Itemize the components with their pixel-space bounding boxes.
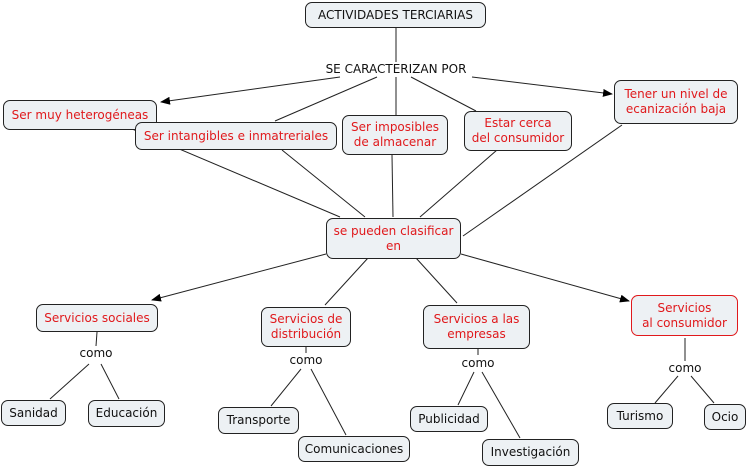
link-clasificar-to-sociales bbox=[151, 253, 327, 302]
node-turismo[interactable]: Turismo bbox=[607, 403, 673, 429]
node-sanidad[interactable]: Sanidad bbox=[1, 400, 66, 426]
node-servicios-empresas[interactable]: Servicios a las empresas bbox=[423, 305, 530, 349]
link-clasificar-to-consumidor bbox=[460, 253, 630, 303]
link-label-to-cerca bbox=[410, 76, 477, 112]
link-como3-to-publicidad bbox=[457, 371, 475, 406]
link-imposibles-to-clasificar bbox=[391, 154, 394, 218]
node-intangibles[interactable]: Ser intangibles e inmatreriales bbox=[135, 122, 337, 150]
link-clasificar-to-distribucion bbox=[324, 257, 369, 306]
node-servicios-sociales[interactable]: Servicios sociales bbox=[36, 304, 158, 332]
link-label-como: como bbox=[288, 353, 324, 367]
link-como4-to-ocio bbox=[690, 375, 715, 404]
link-como3-to-investigacion bbox=[481, 371, 521, 439]
node-tener-nivel[interactable]: Tener un nivel de ecanización baja bbox=[614, 80, 738, 124]
node-publicidad[interactable]: Publicidad bbox=[410, 406, 488, 432]
node-se-pueden-clasificar[interactable]: se pueden clasificar en bbox=[326, 218, 461, 259]
link-label-to-heterogeneas bbox=[160, 76, 341, 105]
link-como2-to-transporte bbox=[270, 368, 302, 407]
link-sociales-to-como bbox=[95, 331, 98, 347]
node-transporte[interactable]: Transporte bbox=[218, 407, 299, 434]
link-tener-to-clasificar bbox=[462, 124, 623, 237]
link-como1-to-educacion bbox=[100, 363, 120, 400]
link-como4-to-turismo bbox=[654, 375, 679, 404]
node-educacion[interactable]: Educación bbox=[88, 400, 165, 427]
link-label-se-caracterizan-por: SE CARACTERIZAN POR bbox=[320, 62, 472, 76]
link-label-to-tener bbox=[471, 76, 613, 97]
node-servicios-consumidor[interactable]: Servicios al consumidor bbox=[631, 295, 738, 336]
node-imposibles[interactable]: Ser imposibles de almacenar bbox=[342, 115, 448, 155]
node-cerca[interactable]: Estar cerca del consumidor bbox=[464, 111, 572, 151]
node-ocio[interactable]: Ocio bbox=[704, 404, 746, 430]
link-label-to-intangibles bbox=[274, 76, 378, 122]
link-label-como: como bbox=[78, 346, 114, 360]
link-label-como: como bbox=[667, 361, 703, 375]
link-como2-to-comunicaciones bbox=[310, 368, 347, 436]
link-label-como: como bbox=[460, 356, 496, 370]
node-comunicaciones[interactable]: Comunicaciones bbox=[298, 436, 410, 462]
link-como1-to-sanidad bbox=[49, 363, 90, 400]
link-cerca-to-clasificar bbox=[419, 149, 498, 218]
node-heterogeneas[interactable]: Ser muy heterogéneas bbox=[3, 100, 157, 130]
link-clasificar-to-empresas bbox=[415, 257, 458, 304]
link-intangibles-to-clasificar bbox=[281, 149, 366, 218]
node-investigacion[interactable]: Investigación bbox=[482, 439, 579, 466]
root-node[interactable]: ACTIVIDADES TERCIARIAS bbox=[305, 2, 486, 28]
node-servicios-distribucion[interactable]: Servicios de distribución bbox=[261, 307, 351, 347]
